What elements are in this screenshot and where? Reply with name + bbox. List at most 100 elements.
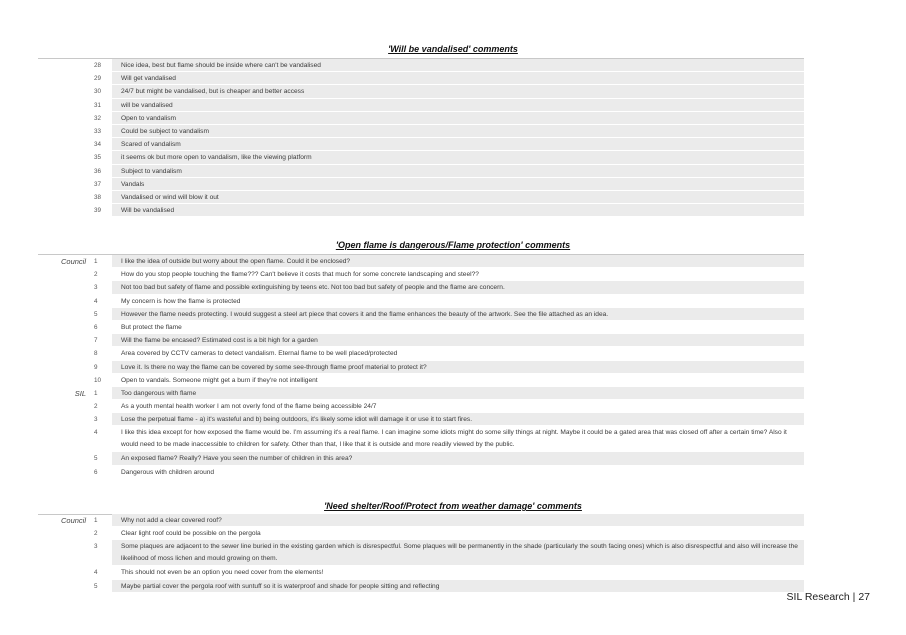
row-number: 5 (94, 582, 98, 590)
table-row: 32 Open to vandalism (0, 111, 906, 125)
comment-text: Dangerous with children around (121, 468, 215, 476)
table-row: 9 Love it. Is there no way the flame can … (0, 360, 906, 374)
row-number: 6 (94, 468, 98, 476)
table-row: 30 24/7 but might be vandalised, but is c… (0, 85, 906, 99)
comment-text: This should not even be an option you ne… (121, 569, 324, 577)
table-row: 2 Clear light roof could be possible on t… (0, 527, 906, 541)
row-number: 33 (94, 127, 102, 135)
table-row: 29 Will get vandalised (0, 72, 906, 86)
comment-text: But protect the flame (121, 323, 182, 331)
row-number: 39 (94, 207, 102, 215)
table-row: 6 But protect the flame (0, 320, 906, 335)
row-number: 7 (94, 337, 98, 345)
row-number: 3 (94, 543, 98, 551)
comment-text: Too dangerous with flame (121, 389, 197, 397)
table-row: 10 Open to vandals. Someone might get a b… (0, 373, 906, 387)
table-row: 2 As a youth mental health worker I am no… (0, 400, 906, 414)
comment-text: Lose the perpetual flame - a) it's waste… (121, 416, 473, 424)
comment-text: Open to vandals. Someone might get a bur… (121, 376, 318, 384)
table-row: 38 Vandalised or wind will blow it out (0, 190, 906, 205)
table-row: 5 However the flame needs protecting. I w… (0, 307, 906, 321)
comment-text: Some plaques are adjacent to the sewer l… (121, 543, 798, 563)
row-number: 2 (94, 403, 98, 411)
comment-text: Will get vandalised (121, 75, 176, 83)
row-number: 37 (94, 180, 102, 188)
group-label-sil: SIL (74, 388, 86, 398)
row-number: 1 (94, 517, 98, 524)
table-row: 7 Will the flame be encased? Estimated co… (0, 334, 906, 348)
comment-text: Vandals (121, 180, 145, 188)
comment-text: Open to vandalism (121, 114, 176, 122)
row-number: 10 (94, 376, 102, 384)
row-number: 6 (94, 323, 98, 331)
table-row: 4 I like this idea except for how exposed… (0, 426, 906, 453)
comment-text: Vandalised or wind will blow it out (121, 193, 219, 201)
comment-text: will be vandalised (121, 101, 173, 109)
table-row: 37 Vandals (0, 177, 906, 191)
comment-text: Why not add a clear covered roof? (121, 517, 222, 524)
row-number: 31 (94, 101, 102, 109)
table-row: 6 Dangerous with children around (0, 465, 906, 479)
comment-text: I like this idea except for how exposed … (121, 429, 787, 449)
row-number: 4 (94, 429, 98, 437)
row-number: 28 (94, 62, 102, 69)
group-label-council: Council (60, 516, 86, 525)
row-number: 8 (94, 350, 98, 358)
section-title: 'Open flame is dangerous/Flame protectio… (335, 240, 571, 250)
table-row: SIL 1 Too dangerous with flame (0, 386, 906, 401)
row-number: 29 (94, 75, 102, 83)
table-row: 39 Will be vandalised (0, 204, 906, 218)
table-row: 4 My concern is how the flame is protecte… (0, 294, 906, 308)
comment-text: it seems ok but more open to vandalism, … (121, 154, 312, 162)
row-number: 9 (94, 363, 98, 371)
comment-text: Love it. Is there no way the flame can b… (121, 363, 427, 371)
table-row: Council 1 Why not add a clear covered roof… (0, 514, 906, 528)
table-row: 28 Nice idea, best but flame should be in… (0, 59, 906, 73)
section-title: 'Need shelter/Roof/Protect from weather … (324, 501, 582, 511)
comment-text: Nice idea, best but flame should be insi… (121, 62, 321, 69)
comment-text: Scared of vandalism (121, 141, 181, 149)
table-row: 5 Maybe partial cover the pergola roof wi… (0, 579, 906, 593)
row-number: 38 (94, 193, 102, 201)
comment-text: Will the flame be encased? Estimated cos… (121, 337, 318, 345)
row-number: 2 (94, 271, 98, 279)
comment-text: 24/7 but might be vandalised, but is che… (121, 88, 305, 96)
row-number: 36 (94, 167, 102, 175)
comment-text: I like the idea of outside but worry abo… (121, 258, 351, 265)
comment-text: Maybe partial cover the pergola roof wit… (121, 582, 440, 590)
comment-text: My concern is how the flame is protected (121, 297, 241, 305)
row-number: 5 (94, 455, 98, 463)
row-number: 5 (94, 310, 98, 318)
table-row: 3 Some plaques are adjacent to the sewer … (0, 540, 906, 567)
group-label-council: Council (60, 257, 86, 266)
row-number: 1 (94, 389, 98, 397)
comment-list: 28 Nice idea, best but flame should be in… (0, 59, 906, 218)
comment-text: Clear light roof could be possible on th… (121, 530, 261, 538)
row-number: 4 (94, 297, 98, 305)
comment-text: As a youth mental health worker I am not… (121, 403, 377, 411)
comment-text: Will be vandalised (121, 207, 175, 215)
comment-text: However the flame needs protecting. I wo… (121, 310, 609, 318)
table-row: 31 will be vandalised (0, 98, 906, 112)
row-number: 35 (94, 154, 102, 162)
page-footer: SIL Research | 27 (786, 591, 870, 603)
row-number: 32 (94, 114, 102, 122)
row-number: 3 (94, 284, 98, 292)
row-number: 30 (94, 88, 102, 96)
row-number: 2 (94, 530, 98, 538)
table-row: 5 An exposed flame? Really? Have you seen… (0, 452, 906, 466)
row-number: 1 (94, 258, 98, 265)
divider (38, 58, 804, 59)
section-title: 'Will be vandalised' comments (388, 44, 518, 54)
comment-text: An exposed flame? Really? Have you seen … (121, 455, 353, 463)
divider (38, 254, 804, 255)
comment-text: Subject to vandalism (121, 167, 182, 175)
table-row: 36 Subject to vandalism (0, 164, 906, 178)
row-number: 34 (94, 141, 102, 149)
